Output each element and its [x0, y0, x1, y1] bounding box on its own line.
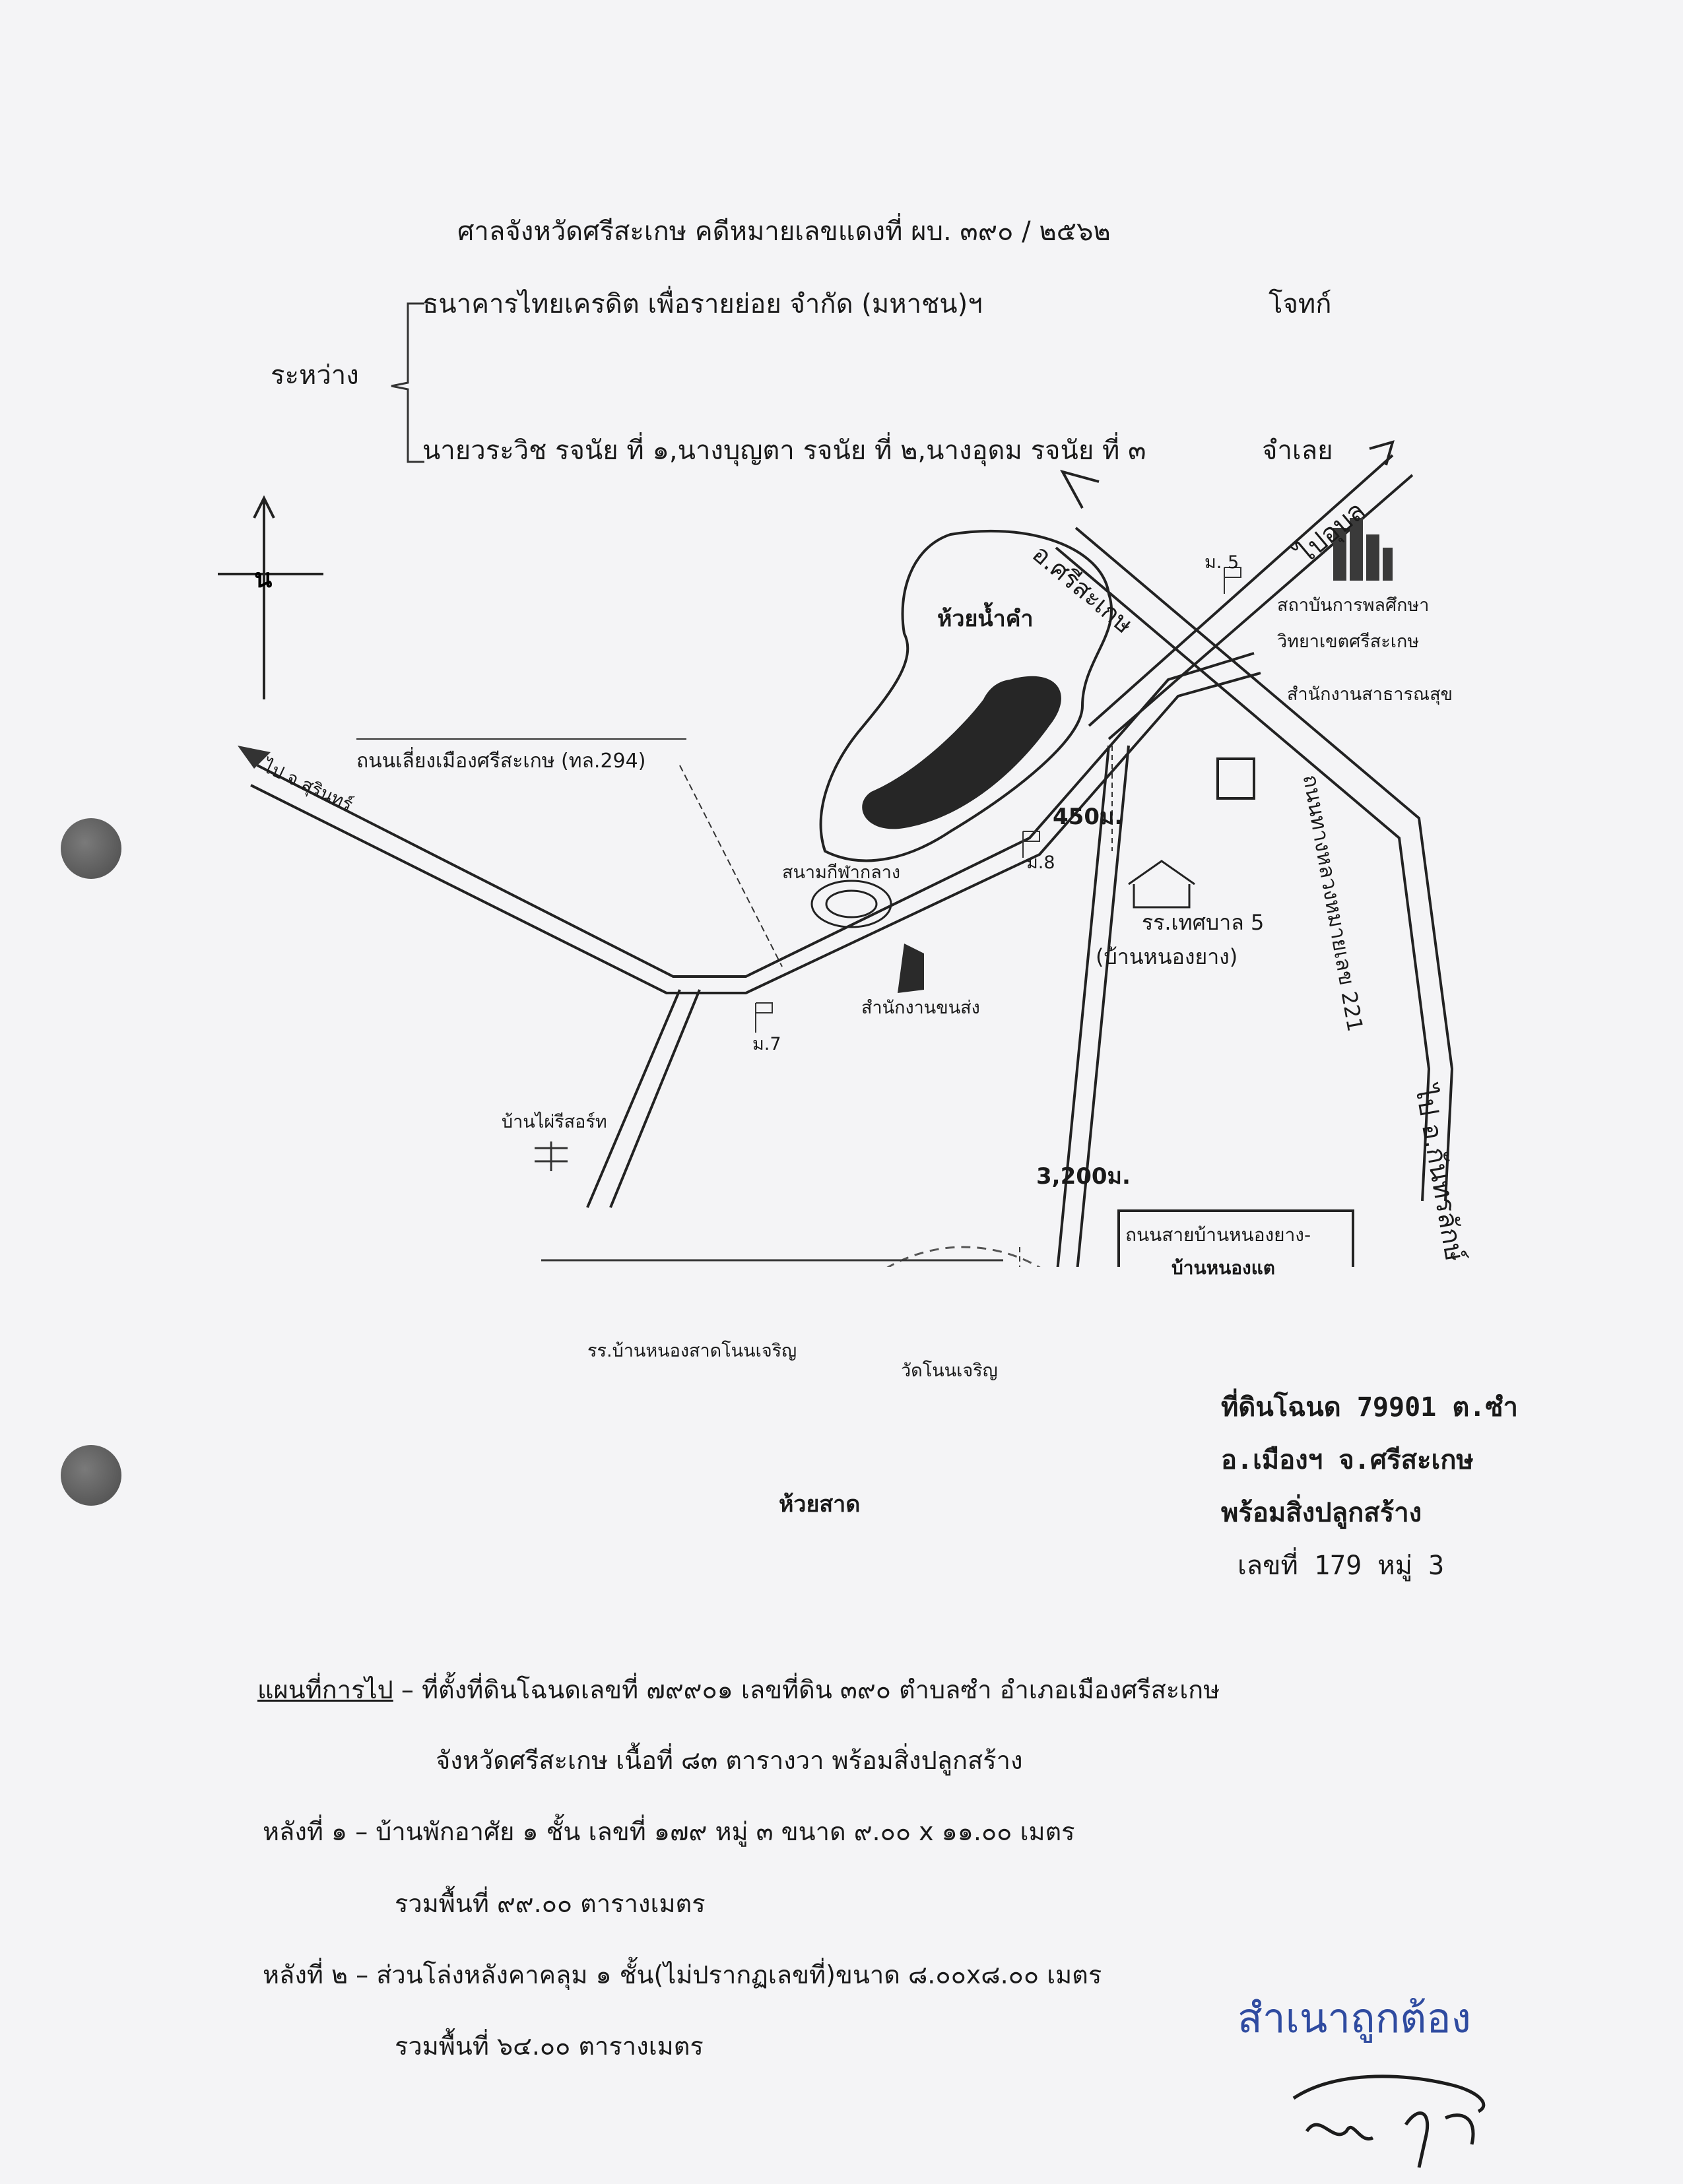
transport-office-label: สำนักงานขนส่ง [861, 998, 980, 1018]
swamp-north-dark [862, 676, 1061, 829]
punch-hole-top [61, 818, 121, 879]
description-line6: รวมพื้นที่ ๖๔.๐๐ ตารางเมตร [395, 2032, 704, 2061]
arrow-to-surin-icon [238, 746, 271, 769]
moo7-label: ม.7 [752, 1034, 781, 1054]
health-office-icon [1216, 757, 1255, 800]
location-map: น [218, 440, 1454, 1267]
local-road-label-box [1117, 1209, 1354, 1267]
punch-hole-bottom [61, 1445, 121, 1506]
local-road-south [1056, 745, 1130, 1267]
parties-bracket [391, 302, 424, 463]
description-line2: จังหวัดศรีสะเกษ เนื้อที่ ๘๓ ตารางวา พร้อ… [436, 1746, 1023, 1775]
north-arrow-icon [218, 495, 323, 699]
defendants-names: นายวระวิช รจนัย ที่ ๑,นางบุญตา รจนัย ที่… [422, 435, 1146, 466]
arrow-to-ubon-icon [1369, 440, 1395, 466]
stadium-icon [810, 880, 892, 928]
transport-office-icon [898, 944, 924, 993]
resort-icon [535, 1141, 568, 1171]
municipal-school-sublabel: (บ้านหนองยาง) [1096, 944, 1238, 969]
signature [1292, 2074, 1486, 2168]
search-radius-circle [886, 1246, 1041, 1267]
distance-450: 450ม. [1053, 804, 1123, 830]
ring-road [250, 652, 1261, 1208]
description-line5: หลังที่ ๒ – ส่วนโล่งหลังคาคลุม ๑ ชั้น(ไม… [263, 1960, 1102, 1989]
health-office-label: สำนักงานสาธารณสุข [1287, 684, 1453, 705]
description-line4: รวมพื้นที่ ๙๙.๐๐ ตารางเมตร [395, 1889, 706, 1918]
municipal-school-label: รร.เทศบาล 5 [1142, 910, 1265, 935]
plaintiff-name: ธนาคารไทยเครดิต เพื่อรายย่อย จำกัด (มหาช… [422, 289, 983, 319]
description-line1-text: – ที่ตั้งที่ดินโฉนดเลขที่ ๗๙๙๐๑ เลขที่ดิ… [393, 1675, 1220, 1704]
land-box-line1: ที่ดินโฉนด 79901 ต.ซำ [1221, 1392, 1518, 1423]
swamp-north-label: ห้วยน้ำคำ [937, 606, 1034, 632]
plaintiff-role: โจทก์ [1269, 289, 1332, 319]
court-case-line: ศาลจังหวัดศรีสะเกษ คดีหมายเลขแดงที่ ผบ. … [457, 216, 1111, 247]
college-icon [1333, 518, 1393, 581]
moo5-label: ม. 5 [1204, 552, 1239, 573]
local-road-label-1: ถนนสายบ้านหนองยาง- [1125, 1224, 1311, 1246]
north-label: น [254, 563, 272, 594]
description-line3: หลังที่ ๑ – บ้านพักอาศัย ๑ ชั้น เลขที่ ๑… [263, 1817, 1075, 1846]
description-line1: แผนที่การไป – ที่ตั้งที่ดินโฉนดเลขที่ ๗๙… [257, 1669, 1220, 1710]
between-label: ระหว่าง [271, 360, 359, 391]
school-icon [1128, 860, 1195, 909]
school-south-label: รร.บ้านหนองสาดโนนเจริญ [587, 1341, 797, 1361]
temple-label: วัดโนนเจริญ [901, 1361, 998, 1381]
ring-road-label: ถนนเลี่ยงเมืองศรีสะเกษ (ทล.294) [356, 750, 646, 773]
distance-3200: 3,200ม. [1036, 1163, 1131, 1190]
route-label: แผนที่การไป [257, 1675, 393, 1704]
local-road-label-2: บ้านหนองแต [1172, 1257, 1275, 1279]
swamp-south-label: ห้วยสาด [779, 1491, 861, 1518]
flag-icon [755, 567, 1241, 1033]
land-box-line4: เลขที่ 179 หมู่ 3 [1238, 1551, 1445, 1581]
stadium-label: สนามกีฬากลาง [782, 862, 901, 883]
land-box-line2: อ.เมืองฯ จ.ศรีสะเกษ [1221, 1445, 1474, 1475]
college-label-1: สถาบันการพลศึกษา [1277, 595, 1430, 616]
arrow-to-sisaket-icon [1059, 469, 1100, 509]
moo8-label: ม.8 [1026, 852, 1055, 873]
defendant-role: จำเลย [1262, 435, 1333, 466]
land-box-line3: พร้อมสิ่งปลูกสร้าง [1221, 1498, 1422, 1528]
certified-copy-stamp: สำเนาถูกต้อง [1238, 1994, 1471, 2042]
resort-label: บ้านไผ่รีสอร์ท [502, 1112, 607, 1132]
college-label-2: วิทยาเขตศรีสะเกษ [1277, 631, 1420, 652]
